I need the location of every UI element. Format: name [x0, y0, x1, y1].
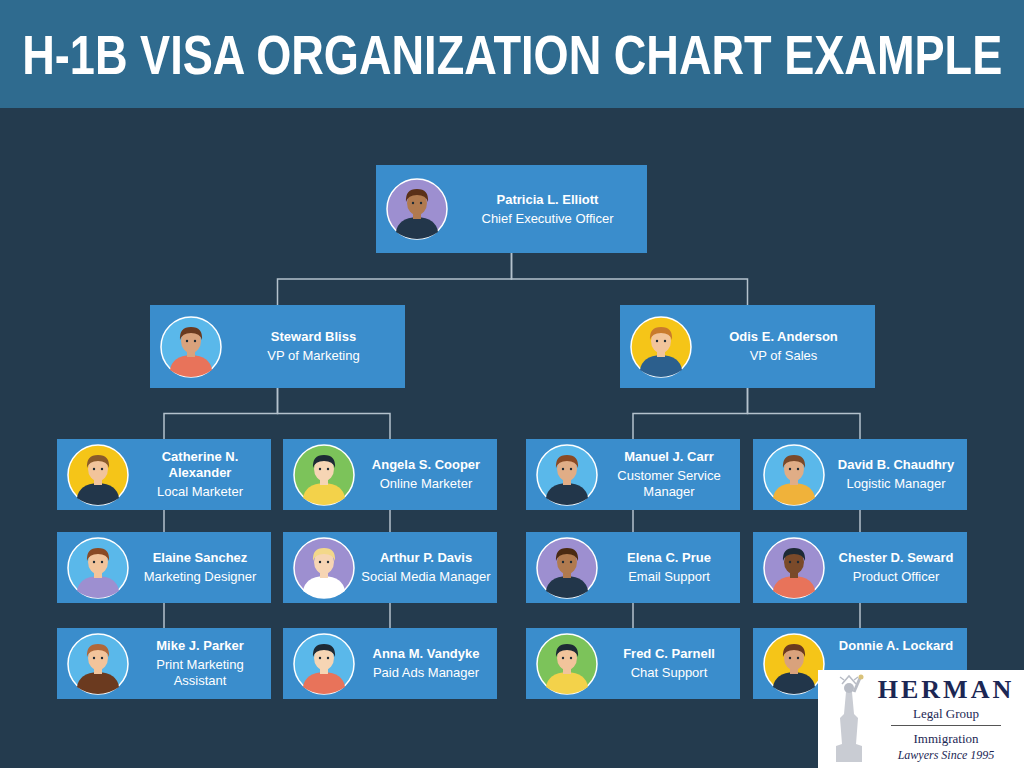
job-title: Product Officer — [853, 569, 939, 585]
avatar-icon — [630, 316, 692, 378]
employee-name: Fred C. Parnell — [623, 646, 715, 662]
job-title: Local Marketer — [157, 484, 243, 500]
employee-text: Odis E. Anderson VP of Sales — [698, 305, 869, 388]
org-connector — [163, 510, 165, 532]
employee-name: Elaine Sanchez — [153, 550, 248, 566]
employee-text: Elena C. PrueEmail Support — [604, 532, 734, 603]
employee-text: Arthur P. DavisSocial Media Manager — [361, 532, 491, 603]
employee-text: Chester D. SewardProduct Officer — [831, 532, 961, 603]
job-title: Email Support — [628, 569, 710, 585]
employee-text: Catherine N. AlexanderLocal Marketer — [135, 439, 265, 510]
employee-box: Catherine N. AlexanderLocal Marketer — [57, 439, 271, 510]
org-connector — [859, 510, 861, 532]
job-title: Customer Service Manager — [604, 468, 734, 500]
chart-title: H-1B VISA ORGANIZATION CHART EXAMPLE — [22, 22, 1002, 87]
job-title: VP of Marketing — [267, 348, 359, 364]
employee-text: David B. ChaudhryLogistic Manager — [831, 439, 961, 510]
employee-box: Mike J. ParkerPrint Marketing Assistant — [57, 628, 271, 699]
employee-name: Arthur P. Davis — [380, 550, 472, 566]
employee-text: Elaine SanchezMarketing Designer — [135, 532, 265, 603]
avatar-icon — [293, 444, 355, 506]
logo-text: HERMANLegal GroupImmigrationLawyers Sinc… — [872, 674, 1020, 764]
avatar-icon — [763, 633, 825, 695]
avatar-icon — [67, 537, 129, 599]
employee-box: Chester D. SewardProduct Officer — [753, 532, 967, 603]
employee-name: Mike J. Parker — [156, 638, 243, 654]
org-connector — [632, 510, 634, 532]
avatar-icon — [293, 633, 355, 695]
org-connector — [512, 253, 748, 305]
employee-name: Angela S. Cooper — [372, 457, 480, 473]
employee-text: Steward Bliss VP of Marketing — [228, 305, 399, 388]
job-title: Online Marketer — [380, 476, 472, 492]
employee-text: Fred C. ParnellChat Support — [604, 628, 734, 699]
employee-box: David B. ChaudhryLogistic Manager — [753, 439, 967, 510]
employee-name: Manuel J. Carr — [624, 449, 714, 465]
avatar-icon — [293, 537, 355, 599]
job-title: Print Marketing Assistant — [135, 657, 265, 689]
employee-name: Anna M. Vandyke — [373, 646, 480, 662]
logo-name: HERMAN — [878, 675, 1014, 705]
employee-text: Anna M. VandykePaid Ads Manager — [361, 628, 491, 699]
statue-icon — [824, 674, 874, 764]
employee-text: Patricia L. ElliottChief Executive Offic… — [454, 165, 641, 253]
employee-box: Anna M. VandykePaid Ads Manager — [283, 628, 497, 699]
org-connector — [859, 603, 861, 628]
avatar-icon — [536, 537, 598, 599]
employee-box: Fred C. ParnellChat Support — [526, 628, 740, 699]
org-connector — [278, 253, 512, 305]
employee-text: Angela S. CooperOnline Marketer — [361, 439, 491, 510]
avatar-icon — [386, 178, 448, 240]
employee-box: Elena C. PrueEmail Support — [526, 532, 740, 603]
job-title: Chief Executive Officer — [482, 211, 614, 227]
title-bar: H-1B VISA ORGANIZATION CHART EXAMPLE — [0, 0, 1024, 108]
employee-name: Elena C. Prue — [627, 550, 711, 566]
avatar-icon — [67, 633, 129, 695]
avatar-icon — [67, 444, 129, 506]
employee-name: Donnie A. Lockard — [839, 638, 953, 654]
org-connector — [389, 603, 391, 628]
org-connector — [163, 603, 165, 628]
avatar-icon — [763, 537, 825, 599]
employee-box: Manuel J. CarrCustomer Service Manager — [526, 439, 740, 510]
employee-name: Chester D. Seward — [839, 550, 954, 566]
employee-name: Steward Bliss — [271, 329, 356, 345]
employee-box: Elaine SanchezMarketing Designer — [57, 532, 271, 603]
org-connector — [632, 603, 634, 628]
employee-name: Catherine N. Alexander — [135, 449, 265, 481]
logo-line: Legal Group — [891, 705, 1001, 726]
job-title: Chat Support — [631, 665, 708, 681]
job-title: Marketing Designer — [144, 569, 257, 585]
logo-line: Lawyers Since 1995 — [898, 747, 995, 764]
org-connector — [633, 388, 748, 439]
employee-box: Patricia L. ElliottChief Executive Offic… — [376, 165, 647, 253]
employee-box: Odis E. Anderson VP of Sales — [620, 305, 875, 388]
employee-name: Odis E. Anderson — [729, 329, 838, 345]
avatar-icon — [536, 444, 598, 506]
org-connector — [389, 510, 391, 532]
job-title: Paid Ads Manager — [373, 665, 479, 681]
employee-text: Manuel J. CarrCustomer Service Manager — [604, 439, 734, 510]
avatar-icon — [763, 444, 825, 506]
avatar-icon — [536, 633, 598, 695]
employee-box: Arthur P. DavisSocial Media Manager — [283, 532, 497, 603]
employee-box: Angela S. CooperOnline Marketer — [283, 439, 497, 510]
job-title: Social Media Manager — [361, 569, 490, 585]
logo-box: HERMANLegal GroupImmigrationLawyers Sinc… — [818, 670, 1024, 768]
org-connector — [748, 388, 861, 439]
org-connector — [278, 388, 391, 439]
org-connector — [164, 388, 278, 439]
employee-name: Patricia L. Elliott — [497, 192, 599, 208]
employee-text: Mike J. ParkerPrint Marketing Assistant — [135, 628, 265, 699]
avatar-icon — [160, 316, 222, 378]
job-title: Logistic Manager — [847, 476, 946, 492]
logo-line: Immigration — [914, 730, 979, 747]
employee-box: Steward Bliss VP of Marketing — [150, 305, 405, 388]
job-title: VP of Sales — [750, 348, 818, 364]
employee-name: David B. Chaudhry — [838, 457, 954, 473]
